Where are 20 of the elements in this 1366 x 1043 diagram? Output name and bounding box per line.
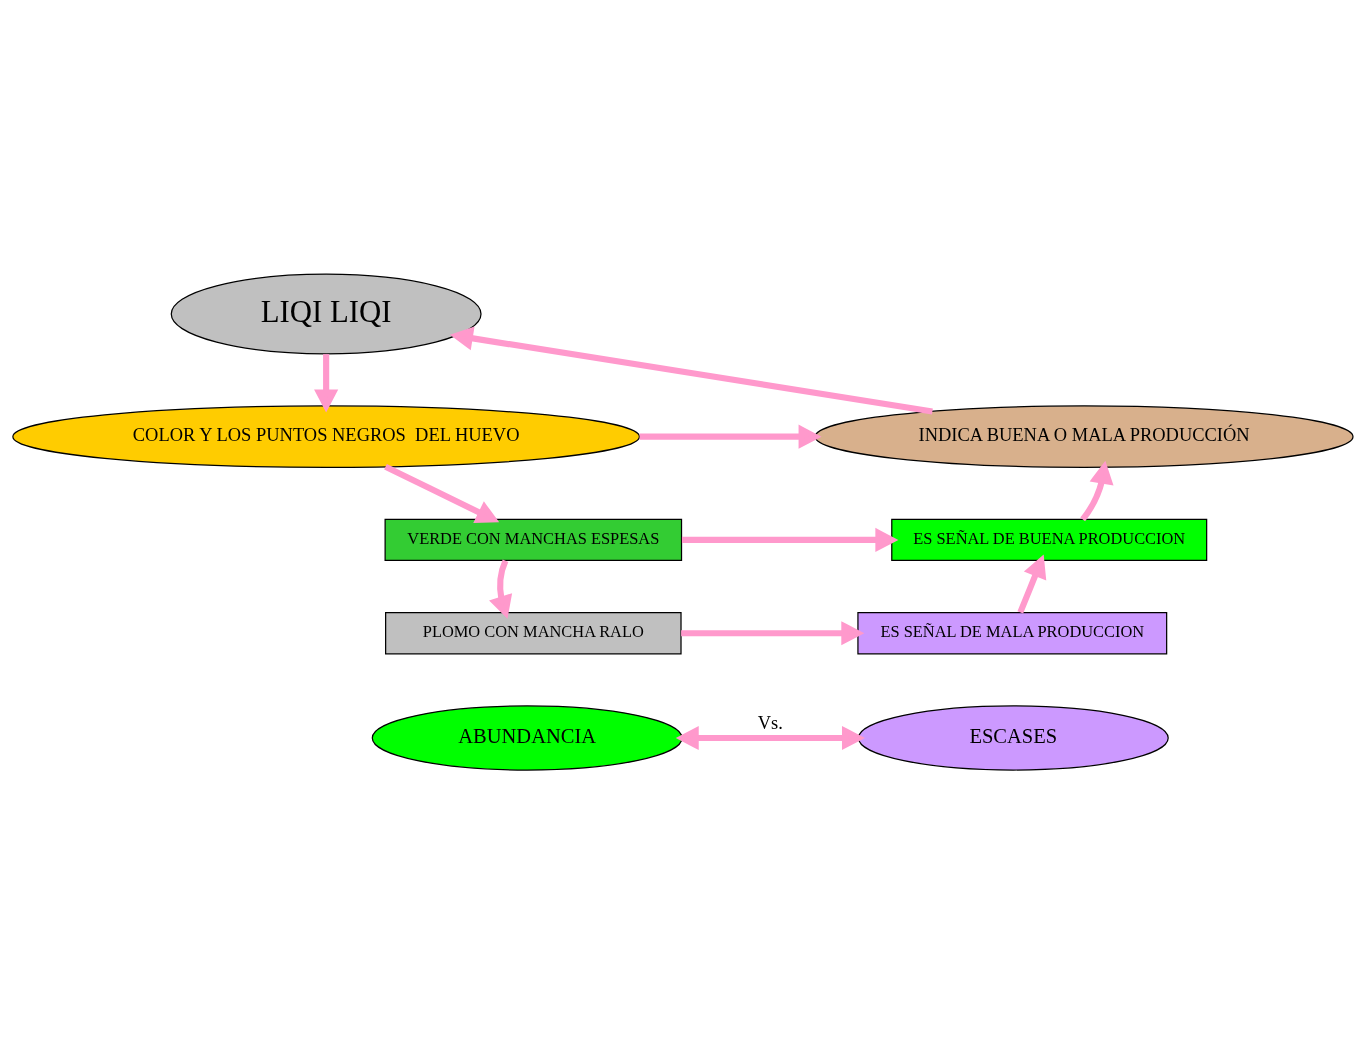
node-ellipse: INDICA BUENA O MALA PRODUCCIÓN [814,404,1354,468]
node-ellipse: COLOR Y LOS PUNTOS NEGROS DEL HUEVO [12,404,641,468]
arrow [384,463,500,523]
arrow [489,559,513,619]
arrow [449,325,933,414]
node-box: VERDE CON MANCHAS ESPESAS [384,518,683,561]
arrow [1017,554,1047,614]
node-ellipse: ESCASES [857,704,1169,771]
node-box: ES SEÑAL DE BUENA PRODUCCION [891,518,1208,561]
edge-label: Vs. [757,712,783,733]
node-box: PLOMO CON MANCHA RALO [385,611,682,654]
node-ellipse: ABUNDANCIA [371,704,683,771]
arrow [639,424,822,449]
arrow [681,620,865,645]
arrow [681,527,899,552]
arrow [314,353,339,412]
node-box: ES SEÑAL DE MALA PRODUCCION [857,611,1168,654]
arrow [1080,460,1114,521]
node-ellipse: LIQI LIQI [170,273,482,354]
arrow [675,725,865,750]
